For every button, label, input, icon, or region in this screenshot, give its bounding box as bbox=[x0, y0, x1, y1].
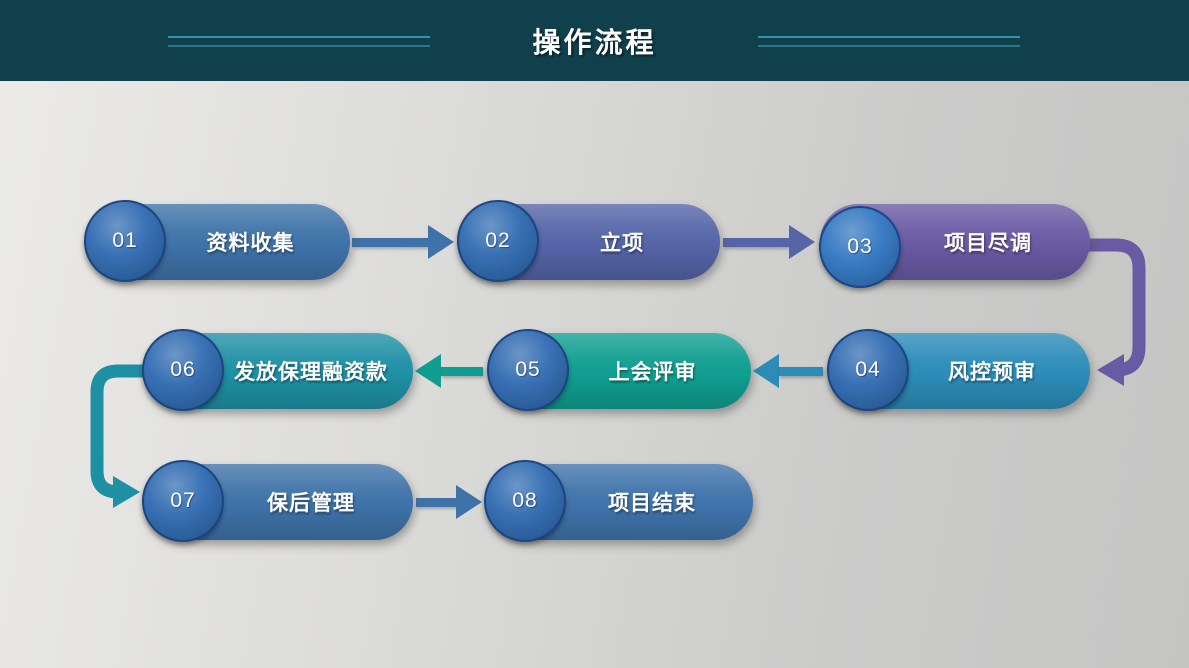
header-decor-lines-right bbox=[758, 36, 1020, 49]
step-label: 风控预审 bbox=[948, 361, 1036, 384]
arrow-shaft bbox=[779, 366, 823, 376]
arrow-step7-to-step8 bbox=[416, 485, 482, 519]
arrow-step1-to-step2 bbox=[352, 225, 454, 259]
elbow-arrowhead-step3-to-step4 bbox=[1097, 354, 1124, 386]
step-number-badge: 05 bbox=[487, 329, 569, 411]
step-number-badge: 08 bbox=[484, 460, 566, 542]
step-node-04: 04 风控预审 bbox=[827, 329, 1090, 411]
step-label: 发放保理融资款 bbox=[234, 361, 388, 384]
arrow-shaft bbox=[441, 366, 483, 376]
arrow-head-right-icon bbox=[456, 485, 482, 519]
step-number-badge: 02 bbox=[457, 200, 539, 282]
decor-line bbox=[168, 45, 430, 47]
step-label: 资料收集 bbox=[206, 232, 295, 255]
header-decor-lines-left bbox=[168, 36, 430, 49]
step-number: 04 bbox=[855, 358, 881, 381]
arrow-shaft bbox=[723, 237, 789, 247]
arrow-head-left-icon bbox=[753, 354, 779, 388]
step-label: 项目尽调 bbox=[944, 232, 1032, 255]
step-node-08: 08 项目结束 bbox=[484, 460, 753, 542]
step-label: 保后管理 bbox=[267, 492, 355, 515]
step-node-01: 01 资料收集 bbox=[84, 200, 350, 282]
slide-header: 操作流程 bbox=[0, 0, 1189, 81]
step-number: 05 bbox=[515, 358, 541, 381]
step-node-05: 05 上会评审 bbox=[487, 329, 751, 411]
decor-line bbox=[758, 45, 1020, 47]
arrow-head-left-icon bbox=[415, 354, 441, 388]
decor-line bbox=[758, 36, 1020, 38]
step-number: 06 bbox=[170, 358, 196, 381]
step-number-badge: 01 bbox=[84, 200, 166, 282]
step-number-badge: 07 bbox=[142, 460, 224, 542]
step-node-07: 07 保后管理 bbox=[142, 460, 413, 542]
arrow-shaft bbox=[352, 237, 428, 247]
page-title: 操作流程 bbox=[532, 26, 657, 58]
arrow-step4-to-step5 bbox=[753, 354, 823, 388]
step-number: 02 bbox=[485, 229, 511, 252]
step-node-02: 02 立项 bbox=[457, 200, 720, 282]
step-number-badge: 04 bbox=[827, 329, 909, 411]
step-label: 项目结束 bbox=[608, 492, 696, 515]
arrow-step5-to-step6 bbox=[415, 354, 483, 388]
step-number: 03 bbox=[847, 235, 873, 258]
step-number: 08 bbox=[512, 489, 538, 512]
step-number: 07 bbox=[170, 489, 196, 512]
step-number-badge: 06 bbox=[142, 329, 224, 411]
elbow-arrowhead-step6-to-step7 bbox=[113, 476, 140, 508]
arrow-head-right-icon bbox=[789, 225, 815, 259]
step-number-badge: 03 bbox=[819, 206, 901, 288]
step-node-06: 06 发放保理融资款 bbox=[142, 329, 413, 411]
step-label: 上会评审 bbox=[608, 361, 697, 384]
arrow-step2-to-step3 bbox=[723, 225, 815, 259]
step-node-03: 03 项目尽调 bbox=[819, 204, 1090, 288]
arrow-head-right-icon bbox=[428, 225, 454, 259]
step-number: 01 bbox=[112, 229, 138, 252]
flow-diagram: 01 资料收集 02 立项 03 项目尽调 04 风控预审 05 bbox=[0, 81, 1189, 668]
decor-line bbox=[168, 36, 430, 38]
step-label: 立项 bbox=[600, 232, 644, 255]
arrow-shaft bbox=[416, 497, 456, 507]
